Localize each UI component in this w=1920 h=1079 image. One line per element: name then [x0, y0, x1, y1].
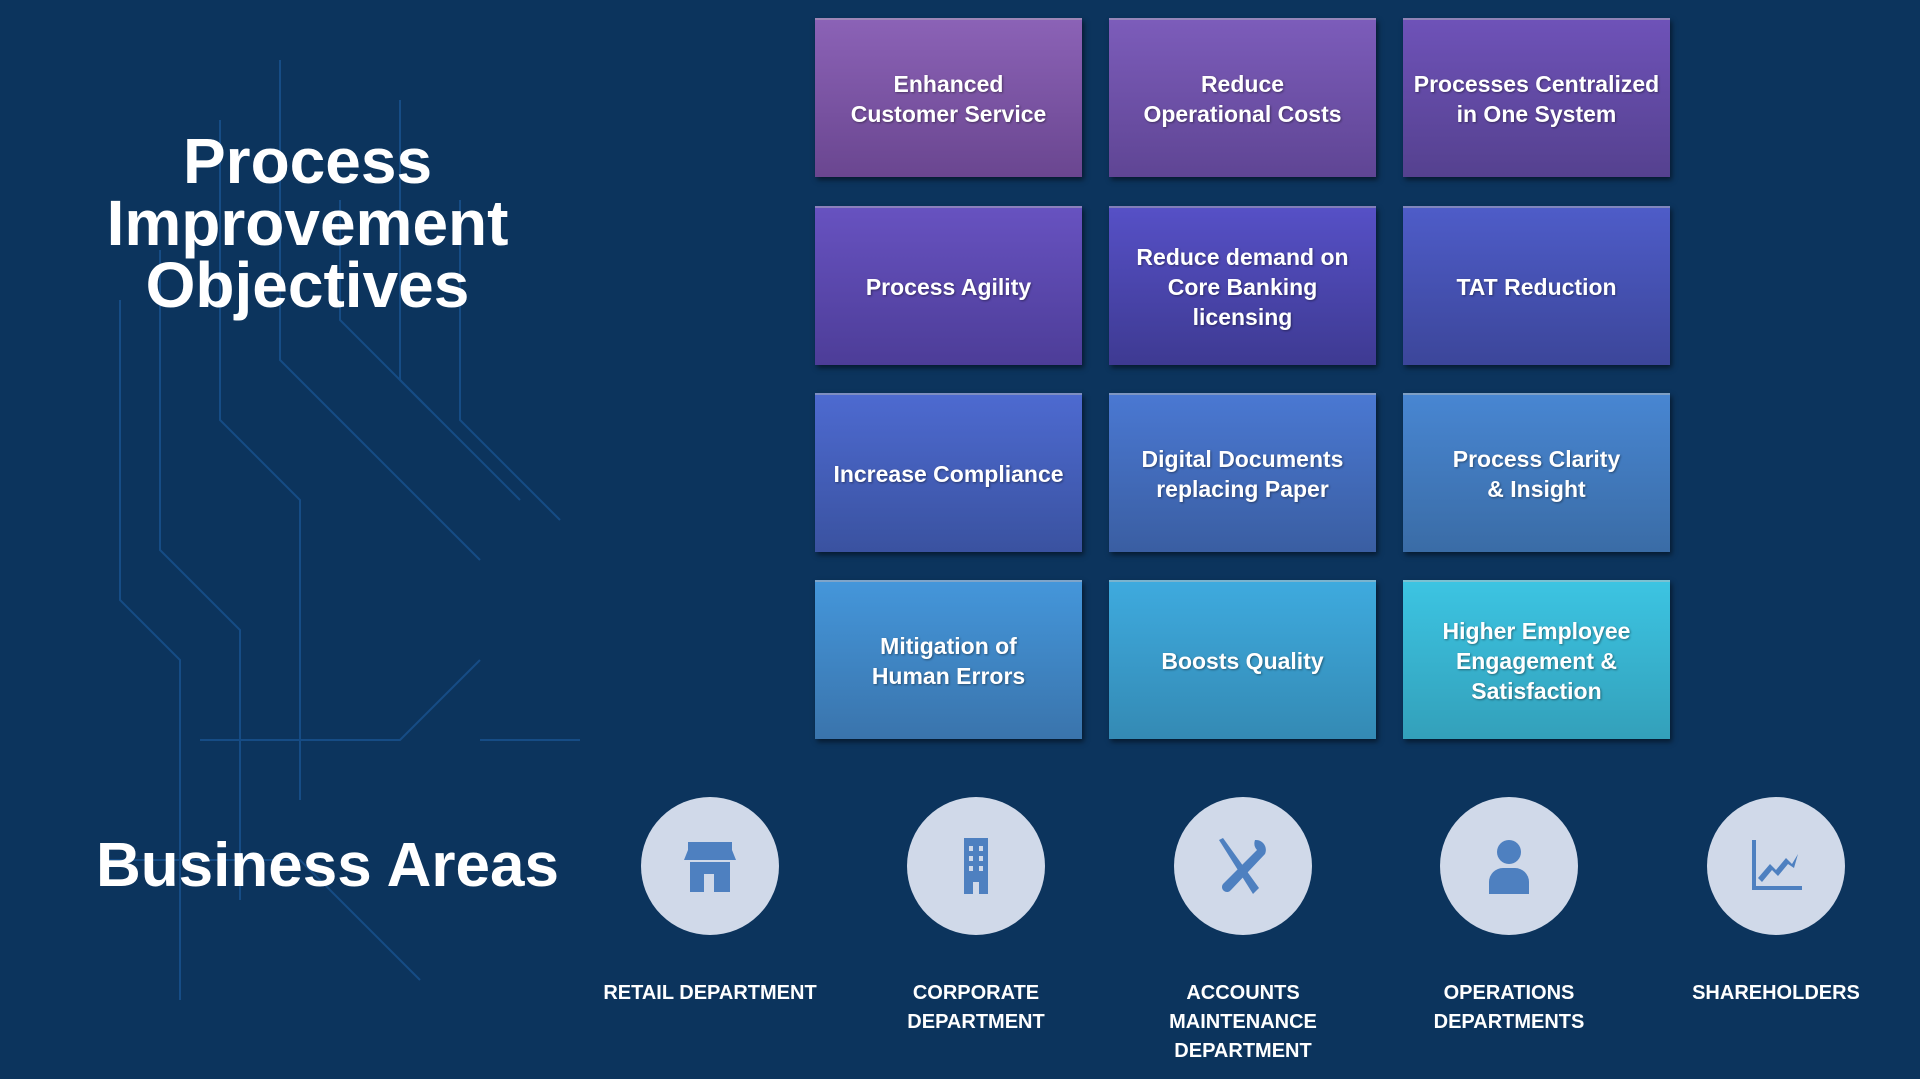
objective-tile: Reduce demand on Core Banking licensing [1109, 206, 1376, 365]
tools-icon [1219, 838, 1266, 894]
business-area-label: CORPORATE DEPARTMENT [907, 982, 1045, 1033]
objective-tile: Processes Centralized in One System [1403, 18, 1670, 177]
building-icon [964, 838, 988, 894]
page-title: Process Improvement Objectives [106, 125, 509, 321]
business-area-label: OPERATIONS DEPARTMENTS [1433, 982, 1585, 1033]
objective-tile: Boosts Quality [1109, 580, 1376, 739]
business-areas-title: Business Areas [96, 831, 559, 900]
objective-tile: Increase Compliance [815, 393, 1082, 552]
circuit-background [100, 60, 580, 1000]
business-area-label: SHAREHOLDERS [1692, 982, 1860, 1004]
objective-tile: Reduce Operational Costs [1109, 18, 1376, 177]
objective-tile: Mitigation of Human Errors [815, 580, 1082, 739]
objective-tile: Digital Documents replacing Paper [1109, 393, 1376, 552]
person-icon [1489, 840, 1529, 894]
business-area-5 [1707, 797, 1845, 935]
business-area-2 [907, 797, 1045, 935]
chart-growth-icon [1752, 840, 1802, 890]
objective-tile: Higher Employee Engagement & Satisfactio… [1403, 580, 1670, 739]
business-area-3 [1174, 797, 1312, 935]
business-area-label: ACCOUNTS MAINTENANCE DEPARTMENT [1169, 982, 1317, 1062]
objective-tile: Process Agility [815, 206, 1082, 365]
objective-tile: TAT Reduction [1403, 206, 1670, 365]
business-area-1 [641, 797, 779, 935]
objective-tile: Enhanced Customer Service [815, 18, 1082, 177]
business-area-label: RETAIL DEPARTMENT [603, 982, 817, 1004]
store-icon [684, 842, 736, 892]
objective-tile: Process Clarity & Insight [1403, 393, 1670, 552]
business-area-4 [1440, 797, 1578, 935]
